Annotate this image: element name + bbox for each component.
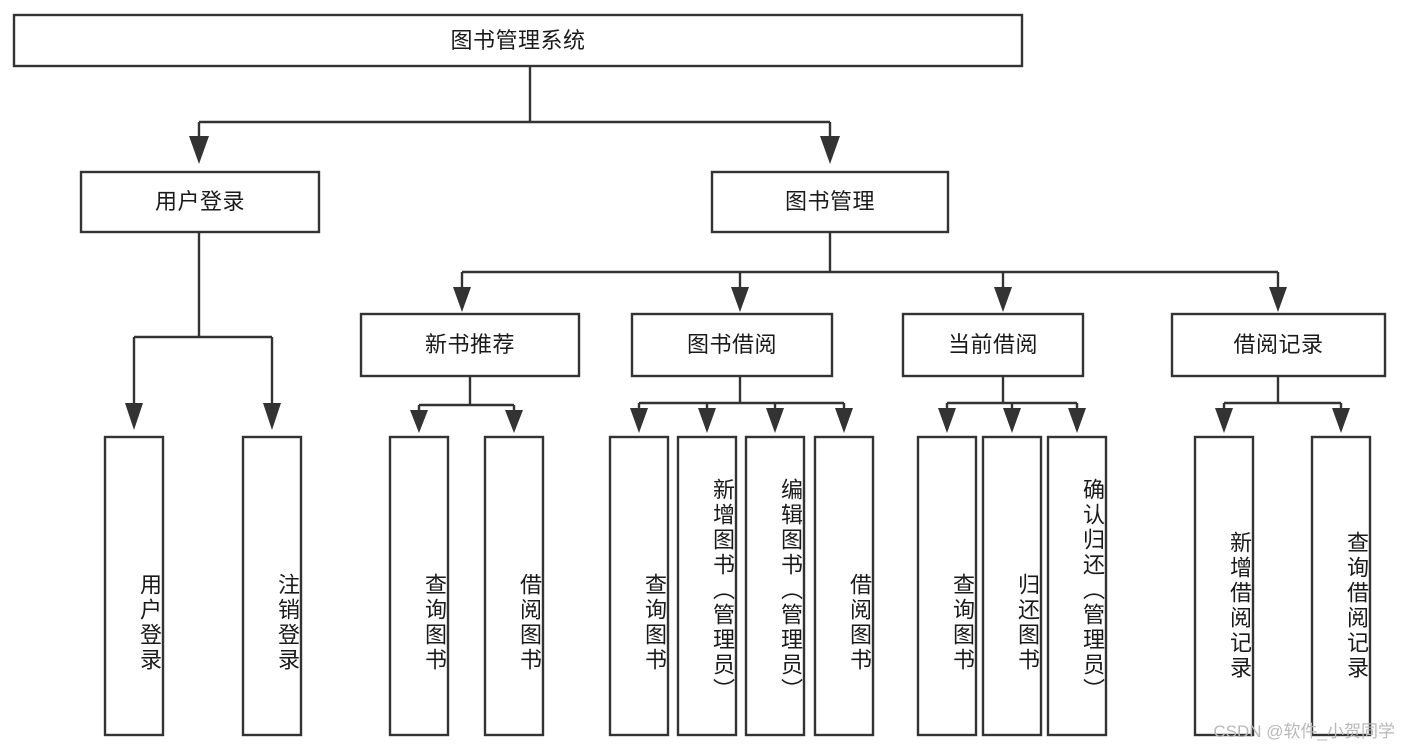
- node-box-book-borrow[interactable]: [630, 312, 834, 378]
- node-box-current-borrow[interactable]: [901, 312, 1085, 378]
- arrowhead-bb-to-leaf-3: [766, 408, 784, 433]
- node-box-leaf-return-book[interactable]: [981, 435, 1043, 737]
- arrowhead-bb-to-leaf-2: [698, 408, 716, 433]
- node-box-leaf-add-record[interactable]: [1193, 435, 1255, 737]
- arrowhead-cb-to-leaf-2: [1003, 408, 1021, 433]
- node-box-leaf-confirm-return[interactable]: [1046, 435, 1108, 737]
- arrowhead-user-login-to-leaf-1: [125, 403, 143, 430]
- node-box-book-management[interactable]: [710, 170, 950, 234]
- node-box-leaf-query-book-3[interactable]: [916, 435, 978, 737]
- node-box-user-login[interactable]: [79, 170, 321, 234]
- node-box-borrow-record[interactable]: [1170, 312, 1387, 378]
- node-box-leaf-query-book-2[interactable]: [608, 435, 670, 737]
- node-box-leaf-user-login[interactable]: [103, 435, 165, 737]
- node-box-new-book-recommend[interactable]: [359, 312, 581, 378]
- node-box-leaf-edit-book[interactable]: [744, 435, 806, 737]
- arrowhead-root-to-user-login: [189, 136, 209, 164]
- node-box-root[interactable]: [12, 13, 1024, 68]
- arrowhead-bm-to-borrow-record: [1269, 287, 1287, 312]
- arrowhead-bb-to-leaf-1: [630, 408, 648, 433]
- arrowhead-bm-to-current-borrow: [994, 287, 1012, 312]
- node-box-leaf-logout-login[interactable]: [241, 435, 303, 737]
- arrowhead-bb-to-leaf-4: [835, 408, 853, 433]
- arrowhead-nbr-to-leaf-1: [410, 410, 428, 433]
- arrowhead-br-to-leaf-1: [1215, 408, 1233, 433]
- arrowhead-cb-to-leaf-1: [938, 408, 956, 433]
- arrowhead-root-to-book-management: [820, 136, 840, 164]
- node-box-leaf-borrow-book-2[interactable]: [813, 435, 875, 737]
- node-box-leaf-borrow-book-1[interactable]: [483, 435, 545, 737]
- arrowhead-bm-to-new-book: [453, 287, 471, 312]
- arrowhead-bm-to-book-borrow: [731, 287, 749, 312]
- node-box-leaf-add-book[interactable]: [676, 435, 738, 737]
- node-box-leaf-query-book-1[interactable]: [388, 435, 450, 737]
- arrowhead-nbr-to-leaf-2: [505, 410, 523, 433]
- node-box-leaf-query-record[interactable]: [1310, 435, 1372, 737]
- arrowhead-br-to-leaf-2: [1332, 408, 1350, 433]
- arrowhead-user-login-to-leaf-2: [263, 403, 281, 430]
- arrowhead-cb-to-leaf-3: [1068, 408, 1086, 433]
